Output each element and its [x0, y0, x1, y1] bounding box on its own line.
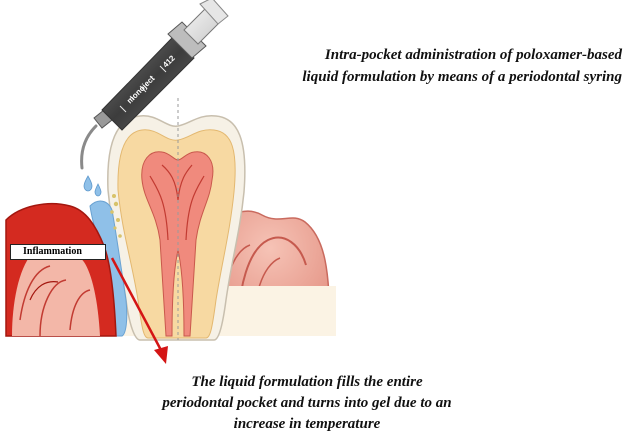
gel-droplets: [84, 176, 101, 196]
tooth: [108, 98, 245, 340]
bottom-caption-line-3: increase in temperature: [112, 414, 502, 435]
bottom-caption-line-1: The liquid formulation fills the entire: [112, 372, 502, 393]
bottom-caption-line-2: periodontal pocket and turns into gel du…: [112, 393, 502, 414]
needle: [82, 126, 96, 168]
inflammation-label: Inflammation: [10, 244, 106, 260]
top-caption-line-2: liquid formulation by means of a periodo…: [218, 66, 622, 88]
top-caption-line-1: Intra-pocket administration of poloxamer…: [218, 44, 622, 66]
top-caption: Intra-pocket administration of poloxamer…: [218, 44, 622, 88]
bottom-caption: The liquid formulation fills the entire …: [112, 372, 502, 435]
